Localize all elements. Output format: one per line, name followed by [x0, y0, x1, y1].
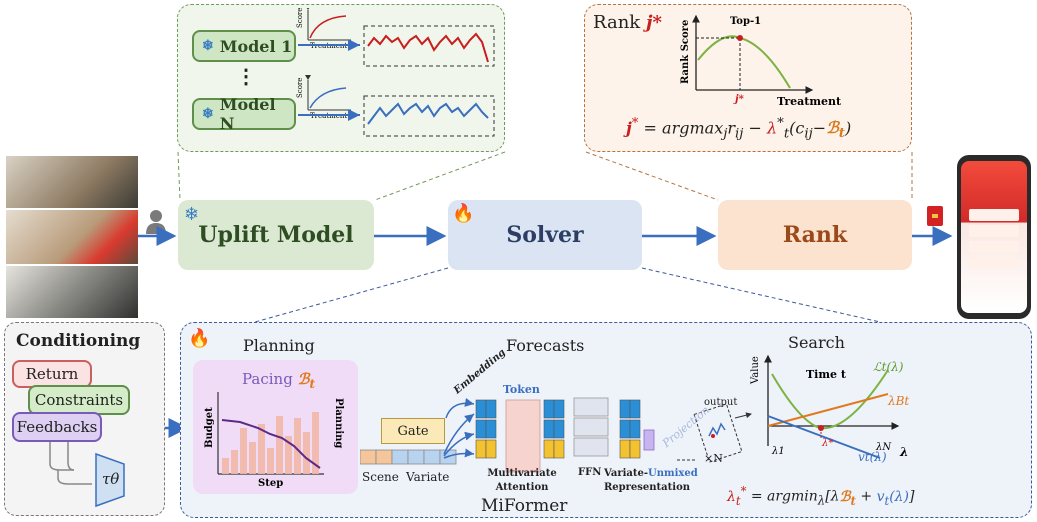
feedbacks-label: Feedbacks [16, 418, 98, 436]
tau-block [95, 452, 125, 508]
pacing-box [193, 360, 358, 494]
pacing-title: Pacing ℬt [242, 370, 316, 391]
rank-score-axis: Rank Score [680, 20, 691, 84]
pacing-chart: Budget Planning Step [204, 392, 344, 488]
conditioning-title: Conditioning [16, 331, 141, 351]
lambdaN-label: λN [875, 442, 892, 453]
value-axis: Value [750, 356, 761, 385]
forecasts-title: Forecasts [506, 336, 585, 355]
search-formula: λt* = argminλ[λℬt + vt(λ)] [727, 484, 915, 508]
output-projection [675, 403, 752, 463]
user-photos [6, 156, 138, 318]
rank-panel [584, 4, 912, 152]
variate-unmixed-label: Variate-Unmixed Representation [604, 467, 698, 495]
solver-stage: Solver [448, 200, 642, 270]
fire-icon: 🔥 [188, 328, 211, 349]
photo-3 [6, 266, 138, 318]
photo-2 [6, 210, 138, 264]
rank-stage: Rank [718, 200, 912, 270]
scene-label: Scene [362, 470, 399, 484]
rank-score-chart: Top-1 Rank Score j* Treatment [680, 14, 842, 108]
unmixed-text: Unmixed [648, 468, 698, 479]
input-tokens [360, 449, 457, 465]
red-envelope-icon [927, 206, 943, 226]
time-t-label: Time t [806, 368, 847, 381]
lambda-b-label: λBt [888, 394, 910, 408]
models-curves: Score Treatment Score Treatment [296, 8, 495, 137]
lambda-star-label: λ* [821, 438, 833, 449]
rank-label: Rank [782, 222, 848, 248]
rank-panel-title: Rank j* [593, 12, 662, 33]
model-1-label: Model 1 [219, 36, 293, 56]
rank-formula: j* = argmaxjrij − λ*t(cij−ℬt) [626, 116, 852, 142]
search-title: Search [788, 333, 845, 352]
model-1-box: ❄ Model 1 [192, 30, 296, 62]
output-label: output [704, 397, 738, 408]
conditioning-links [49, 442, 92, 485]
score-label-n: Score [296, 78, 304, 98]
uplift-model-stage: Uplift Model [178, 200, 374, 270]
ffn-label: FFN [578, 467, 602, 478]
constraints-box: Constraints [28, 385, 130, 415]
return-box: Return [12, 360, 92, 388]
constraints-label: Constraints [34, 391, 124, 409]
tau-label: τθ [102, 470, 120, 488]
top1-label: Top-1 [730, 16, 761, 27]
times-n-label: ×N [704, 452, 723, 465]
variate-label: Variate [406, 470, 450, 484]
gate-box: Gate [381, 418, 445, 444]
multivariate-text: Multivariate [487, 468, 557, 479]
model-n-box: ❄ Model N [192, 95, 296, 133]
lambda-axis: λ [899, 445, 908, 459]
solver-label: Solver [506, 222, 584, 248]
representation-text: Representation [604, 482, 691, 493]
score-label-1: Score [296, 8, 304, 28]
snowflake-icon: ❄ [202, 38, 214, 54]
photo-1 [6, 156, 138, 208]
rank-title-text: Rank [593, 12, 641, 33]
miformer-name: MiFormer [481, 496, 568, 516]
attention-text: Attention [495, 482, 549, 493]
treatment-axis: Treatment [777, 95, 842, 108]
budget-axis: Budget [204, 407, 215, 448]
lambda1-label: λ1 [771, 446, 785, 457]
step-axis: Step [258, 478, 283, 488]
search-chart: Value Time t λ1 λN λ* λ [750, 354, 908, 459]
uplift-model-label: Uplift Model [198, 222, 354, 248]
snowflake-icon: ❄ [202, 106, 214, 122]
phone-mockup [957, 155, 1031, 319]
forecast-blocks [443, 397, 655, 473]
lt-curve-label: ℒt(λ) [873, 360, 904, 374]
planning-title: Planning [243, 336, 315, 355]
planning-axis: Planning [333, 398, 344, 448]
gate-label: Gate [397, 423, 429, 439]
fire-icon: 🔥 [452, 203, 475, 224]
feedbacks-box: Feedbacks [12, 412, 102, 442]
j-star-tick: j* [733, 94, 745, 105]
model-n-label: Model N [219, 95, 276, 133]
snowflake-icon: ❄ [184, 204, 200, 225]
phone-screen [961, 161, 1027, 313]
models-ellipsis: ⋮ [236, 64, 256, 88]
variate-prefix: Variate- [604, 468, 648, 479]
rank-title-var: j* [645, 12, 662, 33]
token-label: Token [503, 383, 540, 396]
multivariate-label: Multivariate Attention [487, 467, 557, 495]
return-label: Return [25, 365, 79, 383]
vt-curve-label: vt(λ) [858, 450, 887, 464]
